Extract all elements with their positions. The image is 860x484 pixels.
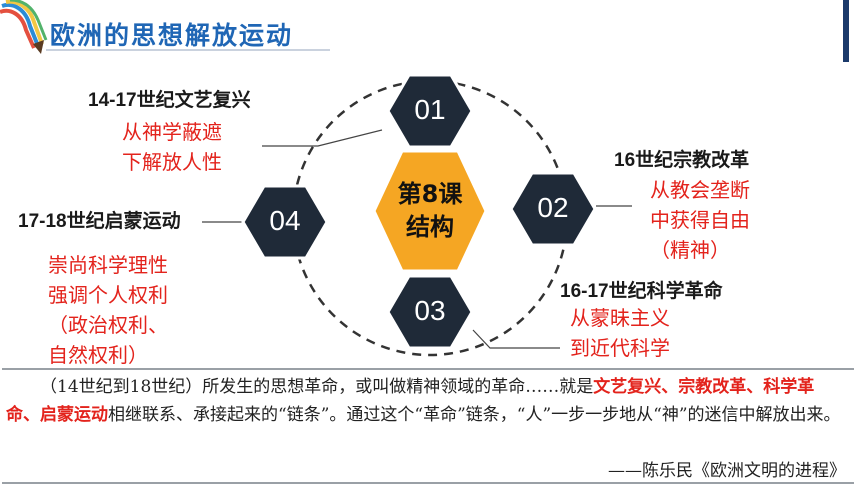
desc-line: 崇尚科学理性	[48, 253, 168, 277]
desc-line: （政治权利、	[48, 313, 168, 337]
desc-line: 从教会垄断	[650, 178, 750, 202]
hex-number-02: 02	[537, 192, 569, 223]
center-label-line2: 结构	[406, 213, 454, 241]
center-hexagon	[372, 149, 488, 273]
topic-reformation: 16世纪宗教改革	[614, 150, 750, 171]
desc-line: 强调个人权利	[48, 283, 168, 307]
quote-paragraph: （14世纪到18世纪）所发生的思想革命，或叫做精神领域的革命……就是文艺复兴、宗…	[6, 373, 842, 429]
desc-line: 从神学蔽遮	[122, 120, 222, 144]
desc-line: 到近代科学	[570, 336, 670, 360]
hexagon-02	[509, 171, 597, 247]
topic-scientific-revolution: 16-17世纪科学革命	[560, 281, 723, 302]
hex-number-03: 03	[414, 295, 446, 326]
leader-line-01	[262, 129, 383, 147]
center-label: 第8课 结构	[385, 178, 475, 244]
topic-renaissance: 14-17世纪文艺复兴	[88, 90, 251, 111]
leader-line-03	[472, 329, 560, 349]
quote-box: （14世纪到18世纪）所发生的思想革命，或叫做精神领域的革命……就是文艺复兴、宗…	[2, 368, 854, 484]
desc-line: 中获得自由	[650, 208, 750, 232]
desc-line: 自然权利）	[48, 343, 148, 367]
hex-number-04: 04	[269, 205, 301, 236]
title-decoration	[0, 0, 849, 62]
quote-highlight: 文艺复兴、宗教改革、科学革命、启蒙运动	[6, 377, 815, 425]
pencil-ribbon-icon	[0, 0, 48, 54]
hexagon-01	[386, 73, 474, 149]
desc-scientific-revolution: 从蒙昧主义 到近代科学	[570, 303, 670, 363]
desc-line: （精神）	[650, 238, 730, 262]
desc-enlightenment: 崇尚科学理性 强调个人权利 （政治权利、 自然权利）	[48, 250, 168, 370]
quote-text-part2: 相继联系、承接起来的“链条”。通过这个“革命”链条，“人”一步一步地从“神”的迷…	[108, 405, 841, 425]
topic-enlightenment: 17-18世纪启蒙运动	[18, 211, 181, 232]
page-title: 欧洲的思想解放运动	[50, 21, 294, 50]
hex-number-01: 01	[414, 94, 446, 125]
desc-renaissance: 从神学蔽遮 下解放人性	[122, 117, 222, 177]
desc-line: 下解放人性	[122, 150, 222, 174]
desc-line: 从蒙昧主义	[570, 306, 670, 330]
center-label-line1: 第8课	[397, 180, 463, 208]
quote-text-part1: （14世纪到18世纪）所发生的思想革命，或叫做精神领域的革命……就是	[40, 377, 594, 397]
title-bar: 欧洲的思想解放运动	[0, 0, 860, 62]
hexagon-04	[241, 184, 329, 260]
desc-reformation: 从教会垄断 中获得自由 （精神）	[650, 175, 750, 265]
hexagon-03	[386, 274, 474, 350]
quote-source: ——陈乐民《欧洲文明的进程》	[608, 461, 846, 481]
